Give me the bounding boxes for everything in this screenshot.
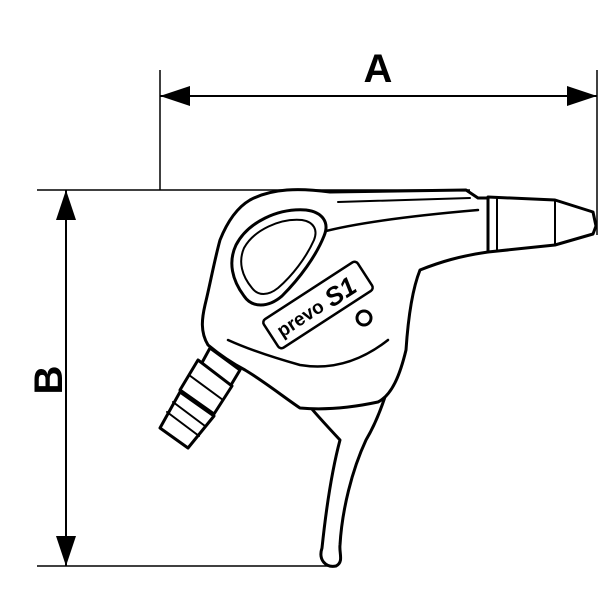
blow-gun-illustration: prevo S1 (158, 188, 598, 568)
barrel-lower-line (320, 208, 480, 234)
screw-hole (355, 309, 373, 327)
arrowhead-a-left (160, 86, 190, 106)
body-contour (226, 338, 390, 368)
inlet-plug (158, 390, 216, 450)
dimension-label-b: B (27, 366, 71, 395)
arrowhead-b-top (56, 190, 76, 220)
barrel-top-line (337, 197, 471, 203)
brand-label-frame (262, 260, 374, 350)
dimension-label-a: A (364, 47, 393, 91)
finger-hole-inner (240, 218, 317, 295)
arrowhead-a-right (567, 86, 597, 106)
nozzle (486, 195, 598, 254)
inlet-hex-line (188, 374, 224, 401)
brand-label: prevo S1 (262, 260, 374, 350)
inlet-groove-2 (166, 411, 200, 437)
dimension-a (159, 70, 598, 235)
inlet-groove-1 (172, 401, 206, 427)
arrowhead-b-bottom (56, 536, 76, 566)
